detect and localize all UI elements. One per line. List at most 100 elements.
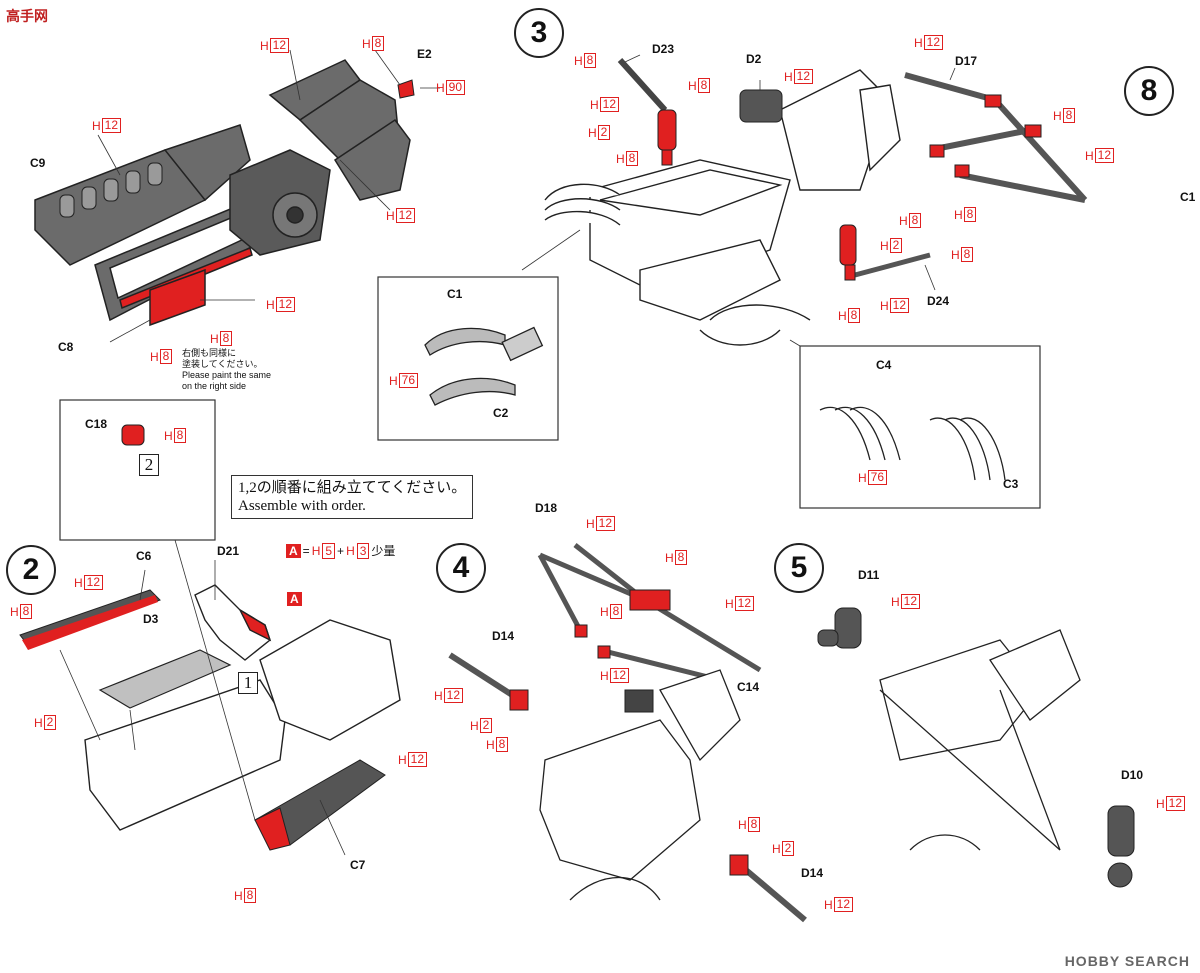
step-number-4: 4 (436, 543, 486, 593)
wishbone-d17-joints (929, 94, 1042, 178)
label-c4: C4 (876, 358, 892, 372)
oil-pan-c7 (254, 759, 386, 851)
part-c18 (121, 424, 145, 446)
step-number-5: 5 (774, 543, 824, 593)
label-c7: C7 (350, 858, 366, 872)
exhaust-c4-c3 (819, 406, 1006, 481)
wishbone-d17 (904, 72, 1088, 203)
inset-order-c18 (59, 399, 216, 541)
part-d2 (739, 89, 783, 123)
step-number-3: 3 (514, 8, 564, 58)
step-number-2: 2 (6, 545, 56, 595)
rear-frame-upper (268, 59, 411, 201)
mix-a-marker: A (287, 592, 302, 606)
joint-d18 (629, 589, 671, 611)
bracket-d21 (194, 584, 272, 661)
head-cover-c6 (19, 589, 161, 650)
chassis-step5 (879, 629, 1081, 851)
hobby-search-watermark: HOBBY SEARCH (1064, 953, 1190, 969)
intake-d3 (98, 649, 232, 709)
inset-exhaust-c1-c2 (377, 276, 559, 441)
joint-d18-right (597, 645, 611, 659)
label-d17: D17 (955, 54, 978, 68)
site-logo: 高手网 (6, 8, 48, 24)
joint-d18-left (574, 624, 588, 638)
inset-exhaust-c3-c4 (799, 345, 1041, 509)
label-d23: D23 (652, 42, 675, 56)
label-d18: D18 (535, 501, 558, 515)
paint-right-side-note: 右側も同様に 塗装してください。 Please paint the same o… (182, 348, 272, 391)
label-d21: D21 (217, 544, 240, 558)
damper-d24 (839, 224, 931, 281)
label-c3: C3 (1003, 477, 1019, 491)
label-c2: C2 (493, 406, 509, 420)
label-c8: C8 (58, 340, 74, 354)
part-e2 (397, 79, 415, 99)
order-marker-1: 1 (238, 672, 258, 694)
assembly-order-note: 1,2の順番に組み立ててください。 Assemble with order. (231, 475, 474, 519)
label-d2: D2 (746, 52, 762, 66)
label-c18: C18 (85, 417, 108, 431)
part-c14 (624, 689, 654, 713)
label-d14-left: D14 (492, 629, 515, 643)
engine-block-c8 (94, 204, 256, 327)
exhaust-c1 (424, 326, 544, 406)
engine-rear-frame (779, 69, 901, 191)
upright-d11 (817, 607, 862, 649)
label-c1: C1 (447, 287, 463, 301)
driveshaft-d14-left (448, 652, 529, 711)
step-number-8: 8 (1124, 66, 1174, 116)
gearbox-housing (229, 149, 331, 256)
label-e2: E2 (417, 47, 432, 61)
label-d3: D3 (143, 612, 159, 626)
label-c6: C6 (136, 549, 152, 563)
exhaust-pipes (544, 183, 811, 346)
label-d14-right: D14 (801, 866, 824, 880)
chassis-step4 (539, 669, 741, 901)
leader-lines-step3 (521, 54, 956, 347)
label-c9: C9 (30, 156, 46, 170)
label-d11: D11 (858, 568, 880, 582)
damper-d23 (617, 57, 677, 166)
